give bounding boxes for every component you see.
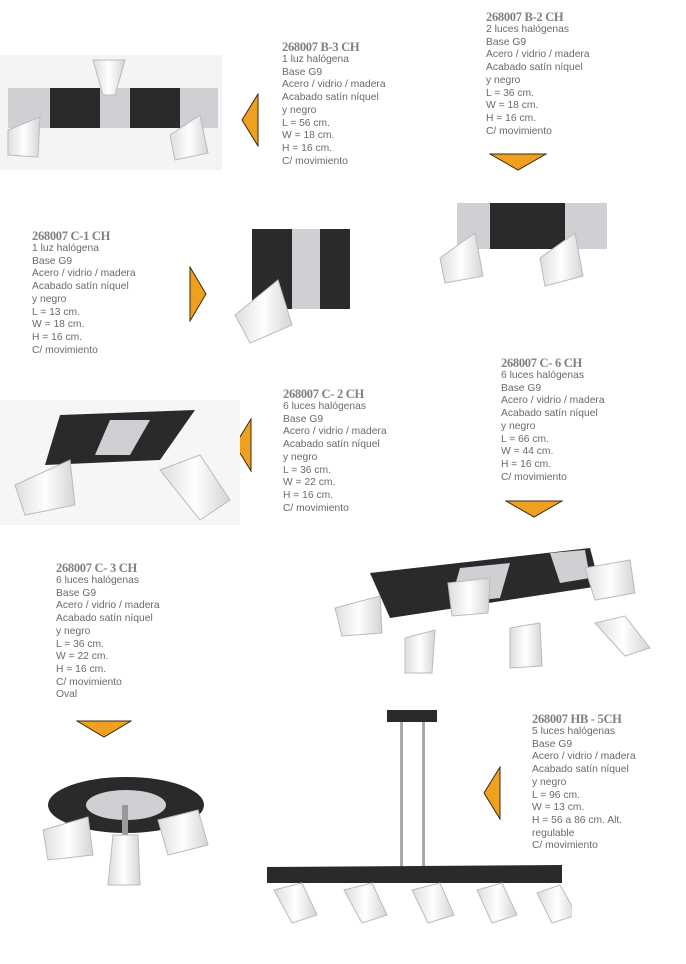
spec-line: L = 66 cm.	[501, 433, 549, 445]
spec-line: Acabado satín níquel	[56, 613, 153, 625]
lamp-image-c1	[234, 229, 350, 344]
spec-line: y negro	[532, 776, 567, 788]
lamp-image-b2	[439, 203, 607, 287]
spec-line: L = 56 cm.	[282, 117, 330, 129]
spec-line: L = 36 cm.	[283, 464, 331, 476]
spec-line: W = 22 cm.	[56, 651, 109, 663]
spec-line: 1 luz halógena	[32, 243, 99, 254]
spec-line: Acabado satín níquel	[501, 408, 598, 420]
spec-line: y negro	[282, 104, 317, 116]
spec-line: C/ movimiento	[501, 471, 567, 483]
spec-line: 2 luces halógenas	[486, 24, 570, 35]
lamp-image-hb5	[267, 710, 572, 924]
spec-line: y negro	[283, 451, 318, 463]
product-code: 268007 B-2 CH	[486, 10, 564, 24]
spec-line: H = 16 cm.	[56, 663, 107, 675]
spec-line: H = 16 cm.	[32, 331, 83, 343]
spec-line: Acero / vidrio / madera	[486, 49, 590, 61]
spec-line: Base G9	[501, 382, 542, 394]
spec-line: L = 36 cm.	[486, 87, 534, 99]
spec-line: Acero / vidrio / madera	[282, 79, 386, 91]
arrow-down-icon	[489, 153, 547, 171]
spec-line: H = 16 cm.	[486, 112, 537, 124]
spec-line: L = 13 cm.	[32, 306, 80, 318]
spec-line: C/ movimiento	[56, 676, 122, 688]
spec-line: y negro	[32, 293, 67, 305]
spec-line: Base G9	[56, 587, 97, 599]
spec-line: Acero / vidrio / madera	[56, 600, 160, 612]
spec-line: C/ movimiento	[32, 344, 98, 356]
spec-line: y negro	[56, 625, 91, 637]
spec-line: Base G9	[32, 255, 73, 267]
spec-line: C/ movimiento	[486, 125, 552, 137]
spec-line: H = 56 a 86 cm. Alt.	[532, 814, 623, 826]
spec-line: Acabado satín níquel	[282, 92, 379, 104]
spec-line: Acero / vidrio / madera	[532, 751, 636, 763]
spec-line: W = 44 cm.	[501, 446, 554, 458]
spec-line: Acabado satín níquel	[532, 764, 629, 776]
arrow-left-icon	[234, 418, 252, 472]
spec-line: Base G9	[283, 413, 324, 425]
spec-line: W = 22 cm.	[283, 477, 336, 489]
spec-line: 5 luces halógenas	[532, 726, 616, 737]
spec-line: C/ movimiento	[283, 502, 349, 514]
arrow-down-icon	[76, 720, 132, 738]
spec-line: L = 36 cm.	[56, 638, 104, 650]
spec-line: Acero / vidrio / madera	[283, 426, 387, 438]
product-code: 268007 HB - 5CH	[532, 712, 622, 726]
product-code: 268007 C- 6 CH	[501, 356, 582, 370]
spec-line: Acabado satín níquel	[283, 439, 380, 451]
spec-line: H = 16 cm.	[501, 458, 552, 470]
spec-line: Acabado satín níquel	[486, 62, 583, 74]
spec-line: W = 18 cm.	[282, 130, 335, 142]
spec-line: W = 18 cm.	[486, 100, 539, 112]
spec-line: H = 16 cm.	[282, 142, 333, 154]
spec-line: Base G9	[532, 738, 573, 750]
spec-line: H = 16 cm.	[283, 489, 334, 501]
spec-line: 6 luces halógenas	[501, 370, 585, 381]
lamp-image-c2	[0, 400, 240, 525]
spec-line: Acero / vidrio / madera	[32, 268, 136, 280]
product-code: 268007 C- 2 CH	[283, 387, 364, 401]
arrow-left-icon	[483, 766, 501, 820]
spec-line: Oval	[56, 689, 78, 701]
product-code: 268007 B-3 CH	[282, 40, 360, 54]
spec-line: regulable	[532, 827, 575, 839]
spec-line: y negro	[486, 74, 521, 86]
lamp-image-b3	[0, 55, 222, 170]
spec-line: C/ movimiento	[282, 155, 348, 167]
product-code: 268007 C- 3 CH	[56, 561, 137, 575]
spec-line: L = 96 cm.	[532, 789, 580, 801]
arrow-down-icon	[505, 500, 563, 518]
arrow-left-icon	[241, 93, 259, 147]
spec-line: Acabado satín níquel	[32, 281, 129, 293]
spec-line: Base G9	[282, 66, 323, 78]
spec-line: 6 luces halógenas	[56, 575, 140, 586]
spec-line: 1 luz halógena	[282, 54, 349, 65]
spec-line: Acero / vidrio / madera	[501, 395, 605, 407]
arrow-right-icon	[189, 266, 207, 322]
spec-line: 6 luces halógenas	[283, 401, 367, 412]
spec-line: Base G9	[486, 36, 527, 48]
spec-line: C/ movimiento	[532, 840, 598, 852]
spec-line: y negro	[501, 420, 536, 432]
lamp-image-c3	[42, 777, 209, 886]
spec-line: W = 13 cm.	[532, 802, 585, 814]
product-code: 268007 C-1 CH	[32, 229, 111, 243]
lamp-image-c6	[334, 548, 651, 674]
spec-line: W = 18 cm.	[32, 319, 85, 331]
